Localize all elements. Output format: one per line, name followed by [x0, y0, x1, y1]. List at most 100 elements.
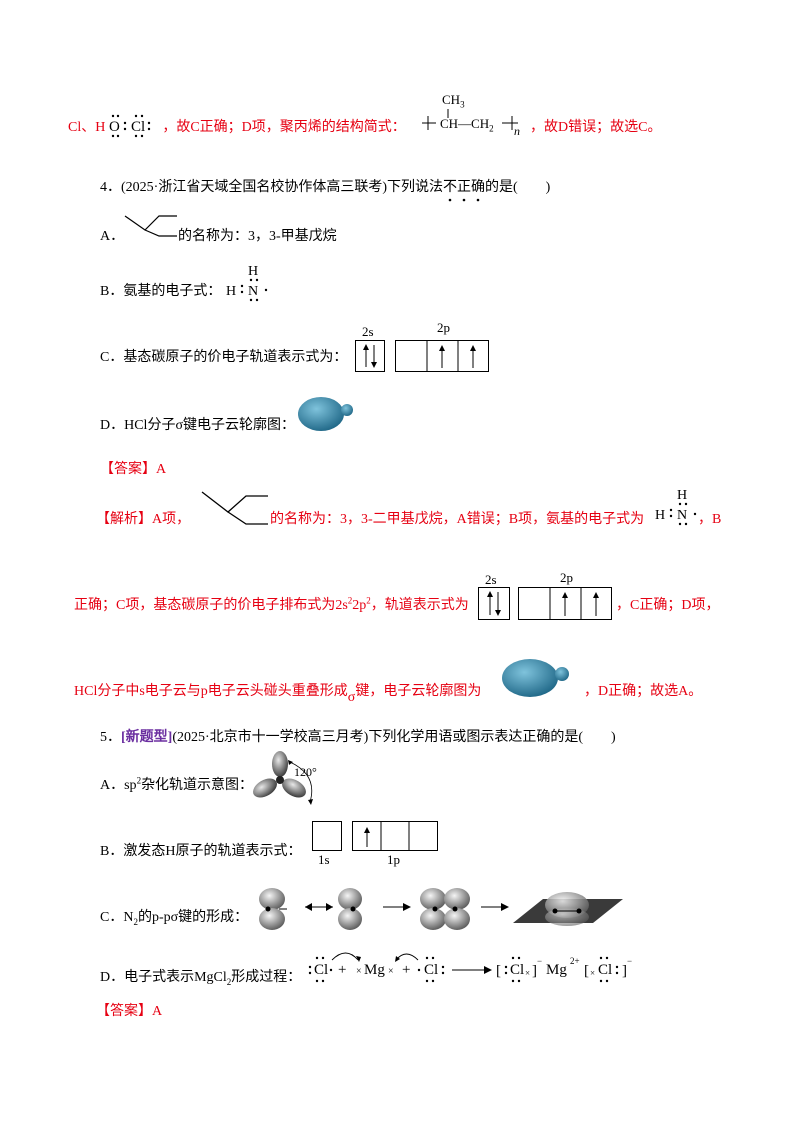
ch3-sub: 3	[460, 99, 465, 110]
q5-option-c-label: C．N	[100, 910, 134, 925]
analysis-2p-label: 2p	[560, 570, 573, 585]
svg-text:H: H	[677, 488, 687, 503]
prev-answer-lead: Cl、H	[68, 120, 106, 135]
q5-option-c-sub: 2	[133, 916, 138, 927]
svg-text:H: H	[226, 284, 236, 299]
c-2s-label: 2s	[362, 324, 374, 339]
mgcl2-formation-equation: Cl + × Mg × + Cl [ Cl × ] − Mg 2+ [ ×	[306, 946, 676, 993]
q5-option-b-label: B．激发态H原子的轨道表示式：	[100, 844, 302, 859]
svg-text:×: ×	[525, 968, 530, 978]
q5-option-a-label: A．sp	[100, 778, 137, 793]
q5-option-c-text: 的p-pσ键的形成：	[137, 910, 249, 925]
q5-option-d: D．电子式表示MgCl2形成过程：	[100, 966, 301, 987]
angle-label: 120°	[294, 765, 317, 779]
q4-option-d-label: D．HCl分子σ键电子云轮廓图：	[100, 418, 295, 433]
analysis-orbital-2p	[518, 587, 612, 620]
q4-analysis-sup1: 2	[347, 595, 353, 606]
q5-answer: 【答案】A	[96, 1004, 163, 1019]
amino-electron-formula-analysis: H H N	[655, 486, 699, 531]
analysis-2s-label: 2s	[485, 572, 497, 587]
new-type-badge: [新题型]	[121, 730, 173, 745]
prev-answer-line: Cl、H O Cl ，故C正确；D项，聚丙烯的结构简式：	[68, 114, 406, 137]
orbital-2p	[395, 340, 489, 372]
hcl-sigma-cloud-image-analysis	[500, 656, 584, 705]
q4-stem: 4．(2025·浙江省天域全国名校协作体高三联考)下列说法不正确的是( )	[100, 180, 551, 195]
q4-analysis-line3c: ，D正确；故选A。	[584, 684, 703, 699]
svg-text:+: +	[338, 962, 346, 978]
svg-text:Mg: Mg	[546, 962, 567, 978]
svg-text:×: ×	[356, 966, 362, 977]
svg-text:H: H	[248, 264, 258, 279]
prev-answer-tail: ，故D错误；故选C。	[530, 120, 662, 135]
orbital-1p-box	[352, 821, 438, 851]
q4-option-a-text: 的名称为：3，3-甲基戊烷	[178, 229, 337, 244]
svg-text:−: −	[537, 956, 542, 966]
sp2-orbital-diagram	[248, 750, 338, 815]
svg-text:Mg: Mg	[364, 962, 385, 978]
b-1p-label: 1p	[387, 852, 400, 867]
svg-text:H: H	[655, 508, 665, 523]
q5-stem-line: 5．[新题型](2025·北京市十一学校高三月考)下列化学用语或图示表达正确的是…	[100, 726, 616, 746]
polypropylene-structure: CH3 CH—CH2 n	[420, 92, 530, 138]
svg-text:2+: 2+	[570, 956, 580, 966]
svg-text:[: [	[584, 963, 589, 979]
q5-option-c: C．N2的p-pσ键的形成：	[100, 906, 248, 927]
sigma-symbol: σ	[347, 690, 356, 705]
q5-option-a: A．sp2杂化轨道示意图：	[100, 774, 253, 794]
q4-option-a-label: A．	[100, 229, 125, 244]
svg-text:Cl: Cl	[424, 962, 438, 978]
q4-analysis-line3: HCl分子中s电子云与p电子云头碰头重叠形成σ键，电子云轮廓图为	[74, 680, 482, 705]
q5-option-d-label: D．电子式表示MgCl	[100, 970, 227, 985]
svg-text:N: N	[248, 284, 258, 299]
chain-sub: 2	[489, 123, 494, 134]
q4-analysis-line3b: 键，电子云轮廓图为	[355, 684, 482, 699]
hcl-sigma-cloud-image	[296, 394, 366, 439]
c-2p-label: 2p	[437, 320, 450, 335]
q4-analysis-line3a: HCl分子中s电子云与p电子云头碰头重叠形成	[74, 684, 348, 699]
n-label: n	[514, 124, 520, 138]
skeletal-formula-analysis	[200, 488, 270, 533]
svg-text:[: [	[496, 963, 501, 979]
q5-stem: (2025·北京市十一学校高三月考)下列化学用语或图示表达正确的是( )	[172, 730, 616, 745]
svg-text:−: −	[627, 956, 632, 966]
chain-label: CH—CH	[440, 116, 490, 131]
hocl-electron-formula: O Cl	[109, 114, 159, 137]
orbital-2s	[355, 340, 385, 372]
svg-text:]: ]	[532, 963, 537, 979]
skeletal-formula-a	[123, 212, 179, 243]
svg-text:+: +	[402, 962, 410, 978]
svg-text:]: ]	[622, 963, 627, 979]
q4-analysis-line2b: ，轨道表示式为	[370, 598, 469, 613]
q5-option-d-sub: 2	[226, 976, 232, 987]
q4-analysis-line1: 的名称为：3，3-二甲基戊烷，A错误；B项，氨基的电子式为	[270, 512, 645, 527]
q5-option-d-text: 形成过程：	[231, 970, 302, 985]
q4-answer: 【答案】A	[100, 462, 167, 477]
analysis-orbital-2s	[478, 587, 510, 620]
q5-option-a-text: 杂化轨道示意图：	[141, 778, 254, 793]
svg-text:×: ×	[388, 966, 394, 977]
svg-text:×: ×	[590, 968, 595, 978]
q4-analysis-line2-mid: 2p	[352, 598, 367, 613]
q4-analysis-tag: 【解析】A项，	[96, 512, 191, 527]
emphasis-dots	[447, 192, 507, 208]
svg-text:O: O	[109, 119, 120, 135]
q4-analysis-line1b: ，B	[698, 512, 722, 527]
n2-sigma-formation-diagram	[255, 885, 635, 940]
q5-option-a-sup: 2	[136, 775, 142, 786]
orbital-1s-box	[312, 821, 342, 851]
amino-electron-formula: H H N	[226, 262, 276, 307]
svg-text:N: N	[677, 508, 687, 523]
q4-analysis-sup2: 2	[366, 595, 371, 606]
svg-text:Cl: Cl	[314, 962, 328, 978]
svg-text:Cl: Cl	[131, 119, 145, 135]
q5-number: 5．	[100, 730, 121, 745]
q4-option-b-label: B．氨基的电子式：	[100, 284, 222, 299]
q4-analysis-line2a: 正确；C项，基态碳原子的价电子排布式为2s	[74, 598, 348, 613]
b-1s-label: 1s	[318, 852, 330, 867]
prev-answer-struct-text: ，故C正确；D项，聚丙烯的结构简式：	[162, 120, 406, 135]
q4-option-c-label: C．基态碳原子的价电子轨道表示式为：	[100, 350, 348, 365]
q4-analysis-line2: 正确；C项，基态碳原子的价电子排布式为2s22p2，轨道表示式为	[74, 594, 469, 614]
svg-text:Cl: Cl	[510, 962, 524, 978]
ch3-label: CH	[442, 92, 461, 107]
svg-text:Cl: Cl	[598, 962, 612, 978]
